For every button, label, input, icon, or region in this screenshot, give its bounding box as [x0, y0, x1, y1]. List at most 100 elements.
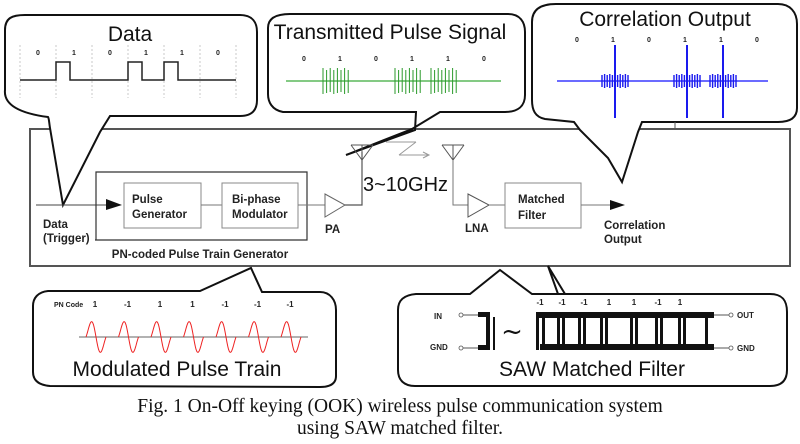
- data-bit-label: 1: [72, 50, 76, 57]
- saw-idt-finger: [583, 318, 586, 348]
- transmitted-bit-label: 1: [338, 56, 342, 63]
- transmitted-bit-labels: 0 1 0 1 1 0: [302, 56, 486, 63]
- transmitted-bit-label: 0: [374, 56, 378, 63]
- saw-code-value: -1: [580, 298, 588, 307]
- saw-in-label: IN: [434, 312, 442, 321]
- data-bit-grid: [19, 45, 237, 98]
- saw-idt-finger: [630, 318, 633, 344]
- saw-idt-finger: [600, 318, 603, 344]
- biphase-modulator-block: [221, 182, 299, 229]
- receiver-chain: LNA Matched Filter Correlation Output: [441, 122, 676, 246]
- callout-correlation-title: Correlation Output: [579, 8, 751, 31]
- pn-code-value: 1: [158, 300, 163, 309]
- modulated-pulse: [183, 321, 204, 353]
- pn-code-label: PN Code: [54, 302, 83, 309]
- modulated-pulse: [85, 321, 107, 353]
- saw-code-value: 1: [632, 298, 637, 307]
- pa-label: PA: [325, 224, 340, 236]
- transmitted-bit-label: 1: [446, 56, 450, 63]
- saw-input-transducer: [478, 312, 495, 350]
- output-label-line2: Output: [604, 234, 642, 246]
- modulated-pulse: [150, 321, 172, 353]
- modulated-pulse: [215, 321, 237, 353]
- biphase-modulator-label-line1: Bi-phase: [232, 194, 281, 206]
- saw-idt-finger: [655, 318, 658, 344]
- saw-gnd-right-label: GND: [737, 344, 755, 353]
- pulse-generator-label-line1: Pulse: [132, 194, 163, 206]
- saw-idt-finger: [578, 318, 581, 344]
- input-label-line2: (Trigger): [43, 233, 90, 245]
- pn-code-value: -1: [221, 300, 229, 309]
- saw-gnd-right-terminal-icon: [728, 345, 734, 351]
- data-waveform: [20, 61, 236, 81]
- callout-saw-title: SAW Matched Filter: [499, 358, 685, 381]
- transmitted-bursts: [322, 68, 457, 94]
- matched-filter-block: [504, 182, 582, 229]
- transmitted-bit-label: 0: [302, 56, 306, 63]
- saw-code-value: 1: [678, 298, 683, 307]
- modulated-pulse: [248, 321, 269, 353]
- callout-saw-bubble: [397, 265, 788, 387]
- transmitter-chain: Data (Trigger) PN-coded Pulse Train Gene…: [36, 141, 448, 261]
- saw-idt-finger: [683, 318, 686, 348]
- pn-code-value: -1: [286, 300, 294, 309]
- pn-generator-label: PN-coded Pulse Train Generator: [112, 249, 289, 261]
- correlation-peaks: [601, 45, 737, 118]
- data-bit-label: 0: [108, 50, 112, 57]
- frequency-label: 3~10GHz: [363, 174, 448, 196]
- modulated-pulse: [280, 321, 302, 353]
- tx-antenna-icon: [350, 144, 374, 162]
- saw-code-values: -1 -1 -1 1 1 -1 1: [536, 298, 682, 307]
- saw-output-transducer: [536, 312, 714, 350]
- correlation-bit-label: 1: [719, 37, 723, 44]
- matched-filter-label-line2: Filter: [518, 210, 547, 222]
- data-bit-label: 1: [180, 50, 184, 57]
- pulse-generator-label-line2: Generator: [132, 209, 187, 221]
- pn-generator-box: [95, 171, 308, 241]
- pa-amplifier-icon: [324, 193, 347, 218]
- correlation-bit-label: 0: [755, 37, 759, 44]
- lna-amplifier-icon: [467, 193, 491, 218]
- correlation-bit-label: 0: [647, 37, 651, 44]
- pn-code-value: 1: [93, 300, 98, 309]
- matched-filter-label-line1: Matched: [518, 194, 565, 206]
- saw-idt-finger: [635, 318, 638, 348]
- callout-correlation-bubble: [531, 3, 798, 185]
- output-label-line1: Correlation: [604, 220, 665, 232]
- saw-in-terminal-icon: [458, 312, 464, 318]
- callout-transmitted: Transmitted Pulse Signal 0 1 0 1 1 0: [267, 13, 526, 156]
- saw-idt-finger: [542, 318, 545, 348]
- figure-caption-line1: Fig. 1 On-Off keying (OOK) wireless puls…: [137, 396, 663, 417]
- modulated-pulse: [118, 321, 139, 353]
- callout-modulated-title: Modulated Pulse Train: [73, 358, 282, 381]
- callout-data-title: Data: [108, 23, 153, 46]
- pn-code-value: -1: [254, 300, 262, 309]
- input-arrow-icon: [106, 199, 122, 210]
- saw-code-value: 1: [607, 298, 612, 307]
- saw-idt-finger: [660, 318, 663, 348]
- antenna-to-lna-line: [452, 160, 468, 206]
- saw-code-value: -1: [536, 298, 544, 307]
- saw-gnd-left-terminal-icon: [458, 345, 464, 351]
- saw-idt-finger: [705, 318, 708, 344]
- transmitted-bit-label: 1: [410, 56, 414, 63]
- saw-gnd-left-label: GND: [430, 343, 448, 352]
- modulated-pulses: [85, 321, 302, 353]
- wireless-link-icon: [386, 141, 431, 159]
- saw-idt-finger: [557, 318, 560, 344]
- input-label-line1: Data: [43, 219, 69, 231]
- saw-code-value: -1: [558, 298, 566, 307]
- callout-transmitted-title: Transmitted Pulse Signal: [274, 21, 507, 44]
- figure-caption-line2: using SAW matched filter.: [296, 418, 504, 439]
- saw-wave-icon: ~: [501, 317, 523, 347]
- saw-code-value: -1: [654, 298, 662, 307]
- correlation-bit-label: 1: [611, 37, 615, 44]
- data-bit-label: 0: [216, 50, 220, 57]
- transmitted-bit-label: 0: [482, 56, 486, 63]
